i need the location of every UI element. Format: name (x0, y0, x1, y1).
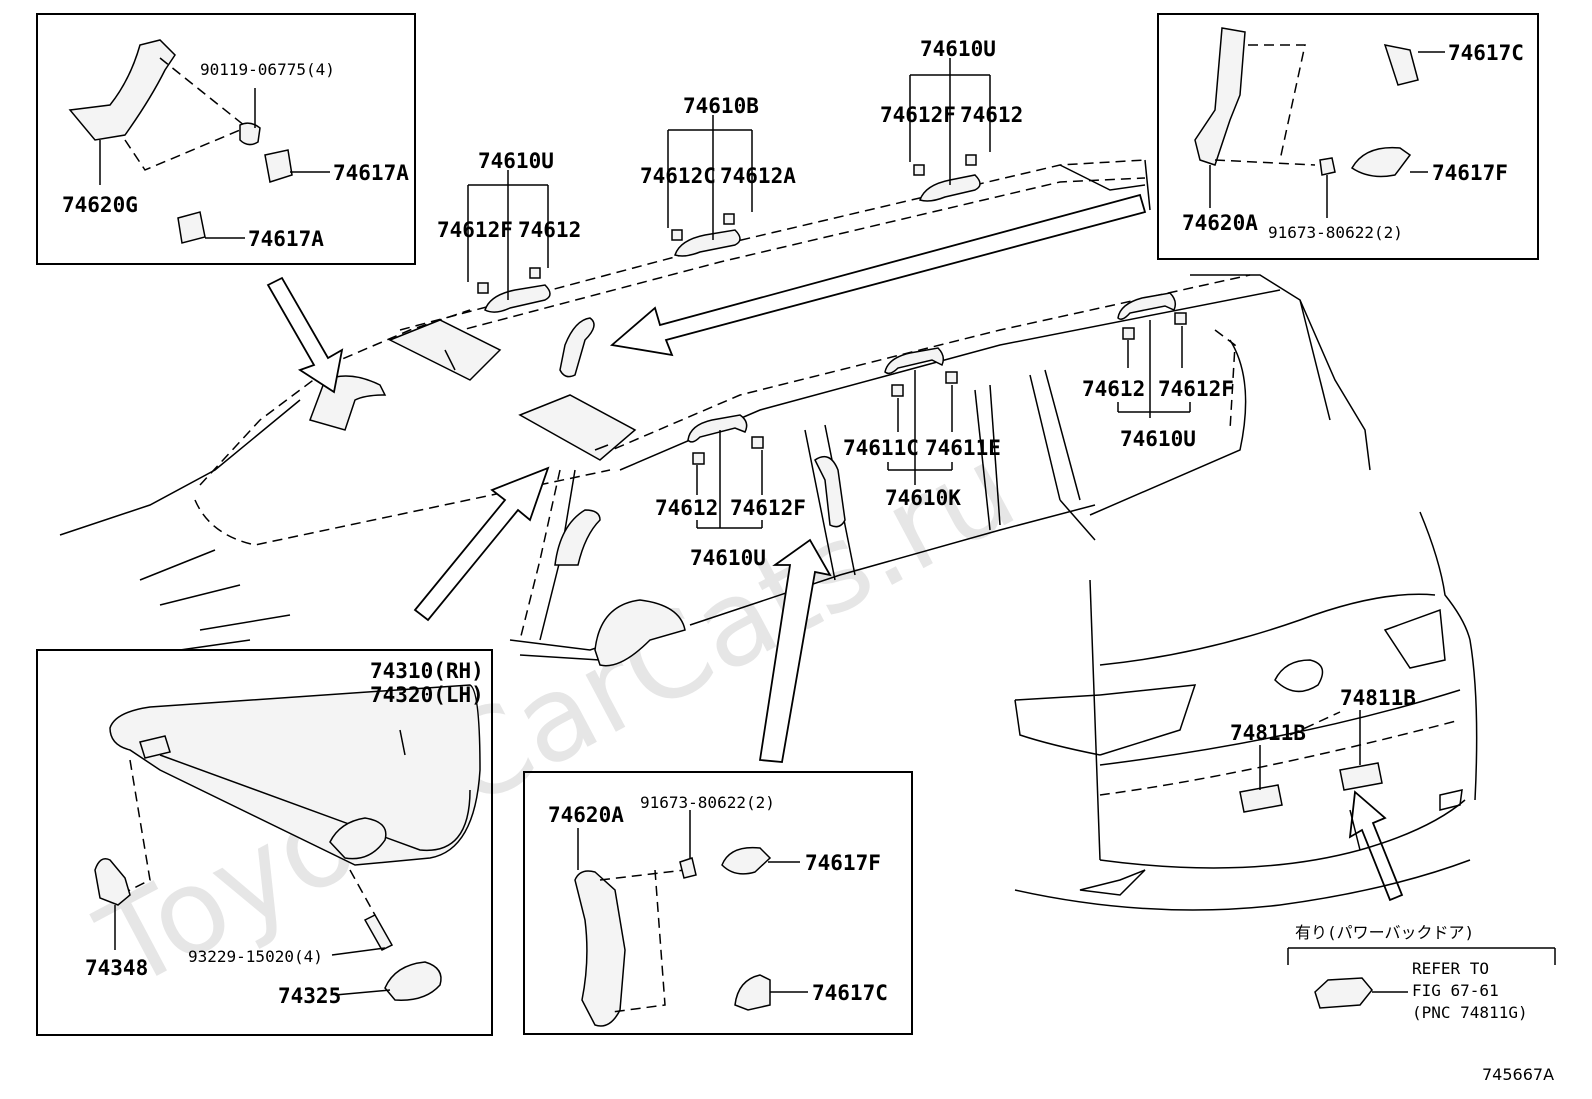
label-74610K: 74610K (885, 486, 961, 510)
label-74610U-4: 74610U (1120, 427, 1196, 451)
callout-group-74610U-1: 74610U 74612F 74612 (437, 149, 581, 300)
label-74610U-1: 74610U (478, 149, 554, 173)
note-line2: FIG 67-61 (1412, 981, 1499, 1000)
label-74610U-2: 74610U (920, 37, 996, 61)
note-line3: (PNC 74811G) (1412, 1003, 1528, 1022)
callout-group-74610U-2: 74610U 74612F 74612 (880, 37, 1023, 185)
label-90119-06775: 90119-06775(4) (200, 60, 335, 79)
label-74612-3: 74612 (960, 103, 1023, 127)
label-74612C: 74612C (640, 164, 716, 188)
label-74610B: 74610B (683, 94, 759, 118)
label-74320LH: 74320(LH) (370, 683, 484, 707)
label-74617C-mid: 74617C (812, 981, 888, 1005)
label-74612-6: 74612 (1082, 377, 1145, 401)
callout-group-74610U-4: 74612 74612F 74610U (1082, 320, 1234, 451)
label-74620G: 74620G (62, 193, 138, 217)
detail-box-front-handle: 90119-06775(4) 74617A 74617A 74620G (36, 13, 416, 265)
detail-box-rear-handle: 74617C 74617F 74620A 91673-80622(2) (1157, 13, 1539, 260)
label-74610U-3: 74610U (690, 546, 766, 570)
label-74325: 74325 (278, 984, 341, 1008)
label-74617C-top: 74617C (1448, 41, 1524, 65)
label-74617A-2: 74617A (248, 227, 324, 251)
label-74612-4: 74612 (655, 496, 718, 520)
refer-note: 有り(パワーバックドア) REFER TO FIG 67-61 (PNC 748… (1287, 923, 1556, 1022)
label-74617A-1: 74617A (333, 161, 409, 185)
callout-group-74610K: 74611C 74611E 74610K (843, 370, 1001, 510)
detail-box-pillar-handle: 74620A 91673-80622(2) 74617F 74617C (523, 771, 913, 1035)
direction-arrows (266, 193, 1404, 902)
rear-vehicle-outline (1014, 511, 1478, 911)
label-74612F-3: 74612F (880, 103, 956, 127)
label-74348: 74348 (85, 956, 148, 980)
label-74617F-top: 74617F (1432, 161, 1508, 185)
label-74811B-right: 74811B (1340, 686, 1416, 710)
label-91673-80622-mid: 91673-80622(2) (640, 793, 775, 812)
note-line1: REFER TO (1412, 959, 1489, 978)
label-91673-80622-top: 91673-80622(2) (1268, 223, 1403, 242)
callout-group-74610B: 74610B 74612C 74612A (640, 94, 796, 240)
callout-rear-lights: 74811B 74811B (1230, 686, 1416, 790)
label-74612-1: 74612 (518, 218, 581, 242)
label-74612F-1: 74612F (437, 218, 513, 242)
note-header: 有り(パワーバックドア) (1295, 923, 1474, 942)
label-74620A-top: 74620A (1182, 211, 1258, 235)
label-74612A: 74612A (720, 164, 796, 188)
detail-box-sun-visor: 74310(RH) 74320(LH) 74348 93229-15020(4)… (36, 649, 493, 1036)
label-74612F-6: 74612F (1158, 377, 1234, 401)
label-74612F-4: 74612F (730, 496, 806, 520)
label-74611E: 74611E (925, 436, 1001, 460)
label-74620A-mid: 74620A (548, 803, 624, 827)
label-74611C: 74611C (843, 436, 919, 460)
diagram-id: 745667A (1482, 1065, 1554, 1084)
label-74811B-left: 74811B (1230, 721, 1306, 745)
callout-group-74610U-3: 74612 74612F 74610U (655, 430, 806, 570)
label-93229-15020: 93229-15020(4) (188, 947, 323, 966)
label-74310RH: 74310(RH) (370, 659, 484, 683)
label-74617F-mid: 74617F (805, 851, 881, 875)
